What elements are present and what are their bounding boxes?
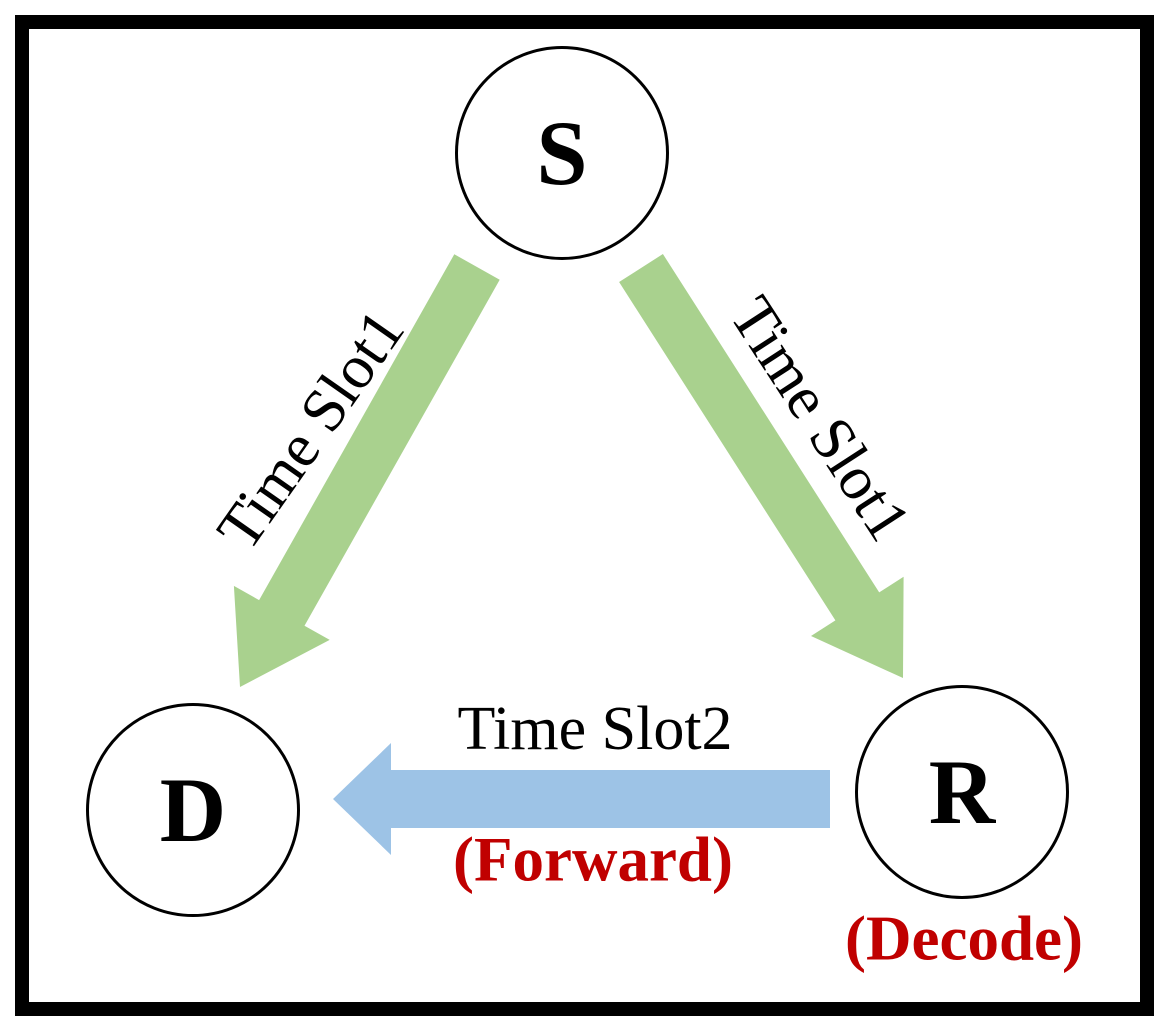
forward-annotation: (Forward): [453, 824, 733, 895]
outer-frame: [15, 15, 1154, 1016]
node-relay-label: R: [928, 741, 996, 843]
node-destination-label: D: [159, 759, 227, 861]
edge-r-to-d-arrow: [333, 743, 830, 855]
node-source: S: [455, 46, 669, 260]
edge-r-to-d-label: Time Slot2: [457, 695, 733, 763]
edge-s-to-r-arrow: [619, 254, 904, 678]
edge-s-to-d-arrow: [233, 254, 500, 687]
decode-annotation: (Decode): [845, 903, 1083, 974]
node-destination: D: [86, 703, 300, 917]
node-relay: R: [855, 685, 1069, 899]
node-source-label: S: [536, 102, 588, 204]
